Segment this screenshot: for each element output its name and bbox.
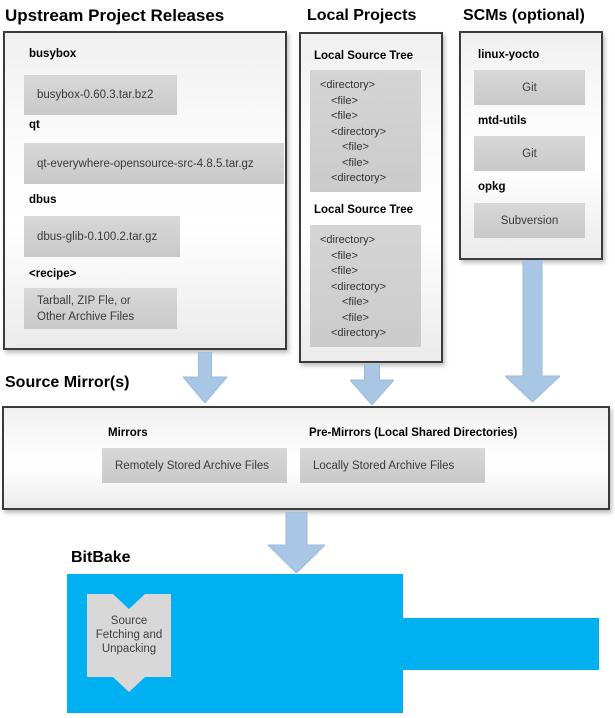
ribbon-text-line: Fetching and	[95, 629, 163, 641]
local-source-tree-label: Local Source Tree	[314, 50, 414, 62]
local-source-tree-label: Local Source Tree	[314, 204, 414, 216]
scm-item-linux-yocto: Git	[474, 70, 585, 105]
tree-line: <directory>	[331, 125, 387, 138]
local-source-tree: <directory> <file> <file> <directory> <f…	[310, 225, 421, 347]
scm-item-value: Subversion	[500, 214, 559, 227]
source-mirror-section-title: Source Mirror(s)	[5, 374, 130, 391]
mirrors-item: Remotely Stored Archive Files	[102, 448, 287, 483]
source-fetching-ribbon-text: Source Fetching and Unpacking	[87, 594, 171, 656]
tree-line: <file>	[331, 110, 358, 122]
tree-line: <file>	[331, 265, 358, 277]
mirrors-item-value: Remotely Stored Archive Files	[115, 459, 270, 472]
premirrors-label: Pre-Mirrors (Local Shared Directories)	[309, 427, 518, 439]
tree-line: <file>	[331, 94, 358, 107]
upstream-item-label: busybox	[29, 48, 77, 60]
tree-line: <directory>	[331, 280, 387, 293]
scms-panel: linux-yocto Git mtd-utils Git opkg Subve…	[459, 31, 603, 260]
upstream-item-label: qt	[29, 119, 40, 131]
tree-line: <directory>	[331, 172, 387, 184]
upstream-item-recipe: Tarball, ZIP Fle, or Other Archive Files	[24, 288, 177, 329]
upstream-panel: busybox busybox-0.60.3.tar.bz2 qt qt-eve…	[3, 31, 287, 350]
local-source-tree: <directory> <file> <file> <directory> <f…	[310, 70, 421, 192]
tree-line: <file>	[342, 141, 369, 153]
upstream-item-value: qt-everywhere-opensource-src-4.8.5.tar.g…	[37, 157, 254, 170]
scm-item-opkg: Subversion	[474, 203, 585, 238]
arrow-mirrors-to-bitbake-icon	[268, 512, 325, 573]
source-mirror-panel: Mirrors Remotely Stored Archive Files Pr…	[2, 406, 610, 510]
arrow-upstream-to-mirrors-icon	[183, 352, 227, 403]
tree-line: <file>	[342, 311, 369, 324]
ribbon-text-line: Source	[110, 615, 148, 627]
premirrors-item-value: Locally Stored Archive Files	[313, 459, 455, 472]
scms-section-title: SCMs (optional)	[463, 7, 585, 24]
upstream-item-label: dbus	[29, 194, 57, 206]
scm-item-label: opkg	[478, 181, 506, 193]
scm-item-label: linux-yocto	[478, 49, 540, 61]
upstream-item-value: dbus-glib-0.100.2.tar.gz	[37, 230, 158, 243]
premirrors-item: Locally Stored Archive Files	[300, 448, 485, 483]
source-fetching-ribbon-icon	[87, 594, 171, 692]
mirrors-label: Mirrors	[108, 427, 148, 439]
scm-item-value: Git	[522, 147, 537, 160]
upstream-item-qt: qt-everywhere-opensource-src-4.8.5.tar.g…	[24, 143, 284, 184]
scm-item-mtd-utils: Git	[474, 136, 585, 171]
tree-line: <file>	[342, 156, 369, 169]
tree-line: <directory>	[331, 327, 387, 339]
ribbon-text-line: Unpacking	[101, 643, 157, 655]
scm-item-value: Git	[522, 81, 537, 94]
scm-item-label: mtd-utils	[478, 115, 527, 127]
upstream-item-value: busybox-0.60.3.tar.bz2	[37, 89, 154, 101]
bitbake-section-title: BitBake	[71, 549, 131, 566]
local-projects-panel: Local Source Tree <directory> <file> <fi…	[299, 32, 443, 363]
upstream-item-busybox: busybox-0.60.3.tar.bz2	[24, 75, 177, 115]
tree-line: <directory>	[320, 234, 376, 246]
local-projects-section-title: Local Projects	[307, 7, 417, 24]
tree-line: <directory>	[320, 79, 376, 91]
upstream-item-value-line: Other Archive Files	[37, 311, 135, 323]
tree-line: <file>	[331, 249, 358, 262]
tree-line: <file>	[342, 296, 369, 308]
upstream-item-value-line: Tarball, ZIP Fle, or	[37, 295, 131, 307]
upstream-item-label: <recipe>	[29, 268, 77, 280]
arrow-scms-to-mirrors-icon	[505, 260, 560, 402]
bitbake-block	[67, 574, 599, 713]
upstream-item-dbus: dbus-glib-0.100.2.tar.gz	[24, 216, 180, 257]
upstream-section-title: Upstream Project Releases	[5, 6, 225, 25]
arrow-local-to-mirrors-icon	[350, 364, 394, 405]
